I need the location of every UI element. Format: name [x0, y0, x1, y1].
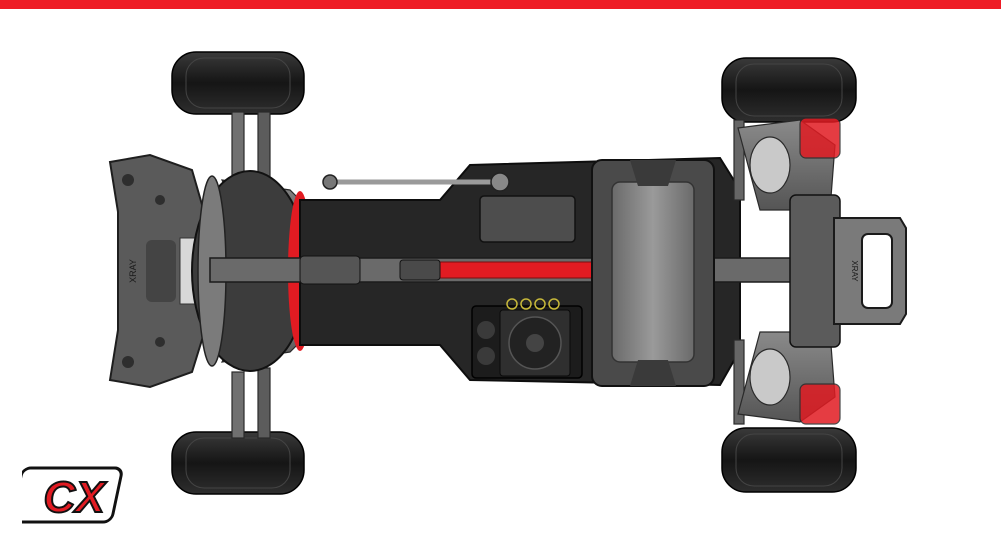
right-suspension [733, 117, 841, 425]
battery-tray [591, 159, 715, 387]
tire-rear-left [171, 431, 305, 495]
tire-rear-right [721, 427, 857, 493]
esc-with-fan [471, 298, 583, 379]
rear-part-marking: XRAY [850, 260, 859, 282]
steering-link [322, 172, 510, 192]
cx-logo: CX [22, 466, 123, 524]
logo-text: CX [43, 473, 107, 522]
top-red-banner [0, 0, 1001, 9]
servo [479, 195, 576, 243]
tire-front-left [171, 51, 305, 115]
front-part-marking: XRAY [128, 259, 138, 283]
tire-front-right [721, 57, 857, 123]
rear-gearbox [789, 194, 841, 348]
center-driveshaft [209, 255, 821, 285]
